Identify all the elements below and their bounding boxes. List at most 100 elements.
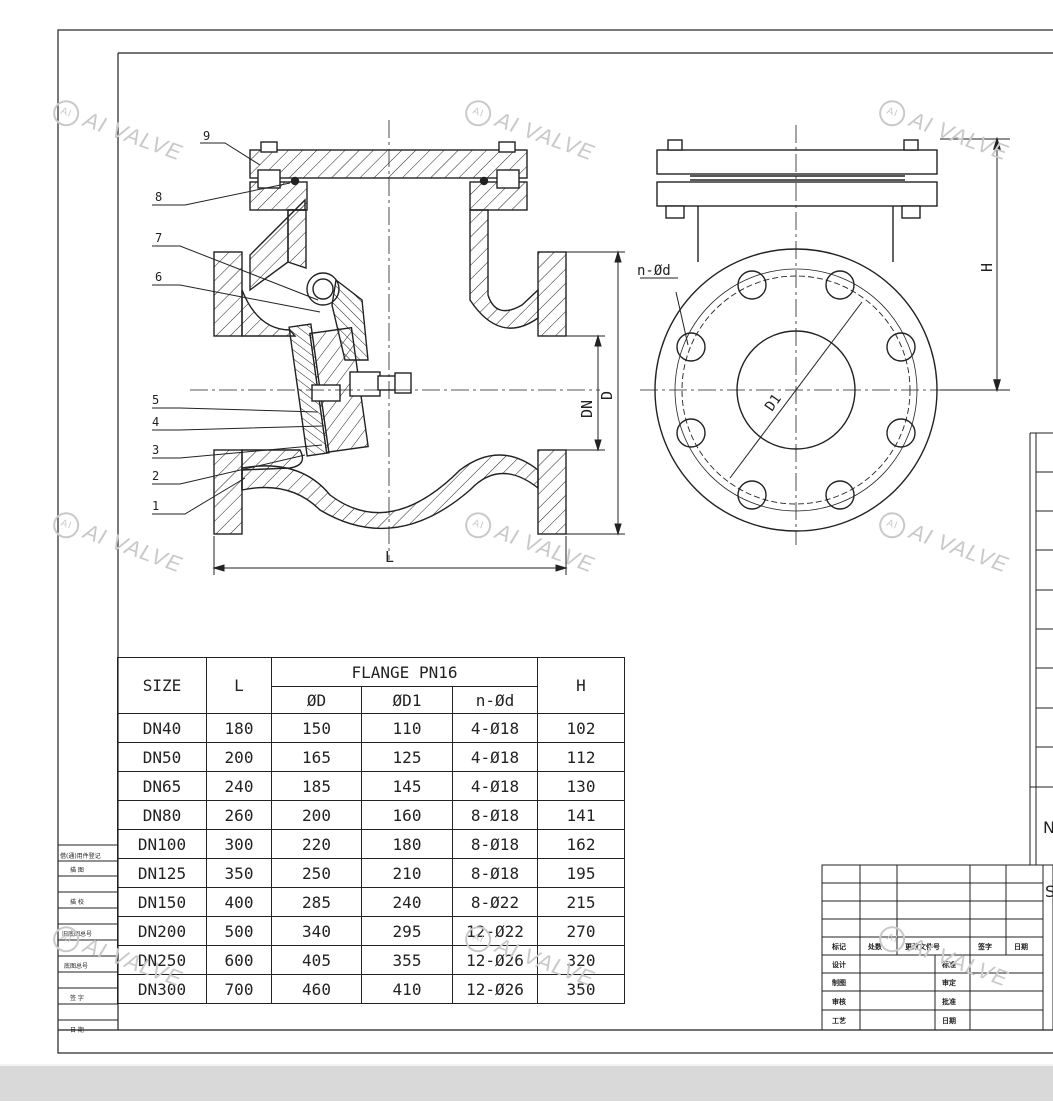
cell-d: 405 bbox=[271, 945, 362, 975]
cell-h: 102 bbox=[537, 713, 625, 743]
cell-size: DN200 bbox=[117, 916, 207, 946]
left-strip-label: 旧底图总号 bbox=[62, 930, 92, 938]
valve-section-view bbox=[190, 120, 600, 560]
cell-h: 320 bbox=[537, 945, 625, 975]
part-label-7: 7 bbox=[155, 231, 162, 245]
cell-d: 185 bbox=[271, 771, 362, 801]
cell-size: DN65 bbox=[117, 771, 207, 801]
edge-letter-n: N bbox=[1043, 818, 1053, 837]
cell-n: 12-Ø22 bbox=[452, 916, 538, 946]
right-partial-table bbox=[1029, 432, 1053, 865]
cell-h: 141 bbox=[537, 800, 625, 830]
cell-h: 162 bbox=[537, 829, 625, 859]
cell-l: 200 bbox=[206, 742, 272, 772]
spec-header-h: H bbox=[537, 657, 625, 714]
left-strip-label: 描 图 bbox=[70, 866, 84, 874]
cell-l: 260 bbox=[206, 800, 272, 830]
cell-size: DN80 bbox=[117, 800, 207, 830]
spec-header-flange: FLANGE PN16 bbox=[271, 657, 538, 687]
footer-band bbox=[0, 1066, 1053, 1101]
cell-d: 460 bbox=[271, 974, 362, 1004]
left-strip-label: 签 字 bbox=[70, 994, 84, 1002]
cell-d1: 160 bbox=[361, 800, 453, 830]
spec-header-d: ØD bbox=[271, 686, 362, 714]
part-label-4: 4 bbox=[152, 415, 159, 429]
cell-n: 8-Ø22 bbox=[452, 887, 538, 917]
cell-l: 600 bbox=[206, 945, 272, 975]
cell-size: DN100 bbox=[117, 829, 207, 859]
title-block-label: 日期 bbox=[1014, 942, 1028, 951]
cell-d1: 355 bbox=[361, 945, 453, 975]
title-block-label: 日期 bbox=[942, 1016, 956, 1025]
left-strip-label: 底图总号 bbox=[64, 962, 88, 970]
part-label-3: 3 bbox=[152, 443, 159, 457]
part-label-8: 8 bbox=[155, 190, 162, 204]
cell-l: 300 bbox=[206, 829, 272, 859]
cell-d: 200 bbox=[271, 800, 362, 830]
cell-d: 165 bbox=[271, 742, 362, 772]
cell-h: 270 bbox=[537, 916, 625, 946]
title-block-label: 审定 bbox=[942, 978, 956, 987]
bonnet-cover bbox=[249, 149, 528, 179]
part-label-6: 6 bbox=[155, 270, 162, 284]
spec-header-n: n-Ød bbox=[452, 686, 538, 714]
part-label-5: 5 bbox=[152, 393, 159, 407]
left-strip-label: 描 校 bbox=[70, 898, 84, 906]
cell-l: 240 bbox=[206, 771, 272, 801]
left-strip-label: 借(通)用件登记 bbox=[60, 852, 101, 860]
title-block-label: 审核 bbox=[832, 997, 846, 1006]
cell-n: 8-Ø18 bbox=[452, 829, 538, 859]
cell-n: 12-Ø26 bbox=[452, 974, 538, 1004]
title-block-label: 处数 bbox=[867, 942, 883, 951]
dimension-dn-label: DN bbox=[578, 400, 596, 418]
cell-l: 180 bbox=[206, 713, 272, 743]
cell-d1: 295 bbox=[361, 916, 453, 946]
part-label-1: 1 bbox=[152, 499, 159, 513]
cell-size: DN40 bbox=[117, 713, 207, 743]
cell-d1: 145 bbox=[361, 771, 453, 801]
cell-d1: 210 bbox=[361, 858, 453, 888]
title-block-label: 更改文件号 bbox=[905, 942, 940, 951]
spec-header-l: L bbox=[206, 657, 272, 714]
cell-d1: 125 bbox=[361, 742, 453, 772]
cell-d: 250 bbox=[271, 858, 362, 888]
dimension-h-label: H bbox=[978, 263, 996, 272]
cell-size: DN50 bbox=[117, 742, 207, 772]
cell-d: 340 bbox=[271, 916, 362, 946]
dimension-n-d-label: n-Ød bbox=[637, 263, 671, 279]
cell-n: 8-Ø18 bbox=[452, 800, 538, 830]
cell-d: 220 bbox=[271, 829, 362, 859]
cell-size: DN150 bbox=[117, 887, 207, 917]
left-strip bbox=[58, 844, 118, 1021]
spec-header-size: SIZE bbox=[117, 657, 207, 714]
cell-d1: 180 bbox=[361, 829, 453, 859]
left-strip-label: 日 期 bbox=[70, 1026, 84, 1034]
dimension-l-label: L bbox=[385, 548, 394, 566]
dimension-d1-label: D1 bbox=[762, 391, 785, 414]
cell-size: DN250 bbox=[117, 945, 207, 975]
outer-frame bbox=[57, 29, 1053, 1054]
cell-h: 130 bbox=[537, 771, 625, 801]
title-block-label: 签字 bbox=[977, 942, 992, 951]
spec-header-d1: ØD1 bbox=[361, 686, 453, 714]
title-block-label: 设计 bbox=[832, 960, 846, 969]
cell-h: 112 bbox=[537, 742, 625, 772]
section-dimensions bbox=[212, 250, 625, 575]
cell-l: 400 bbox=[206, 887, 272, 917]
title-block-label: 批准 bbox=[942, 997, 956, 1006]
cell-n: 12-Ø26 bbox=[452, 945, 538, 975]
footer-divider bbox=[0, 1064, 1053, 1066]
cell-h: 350 bbox=[537, 974, 625, 1004]
